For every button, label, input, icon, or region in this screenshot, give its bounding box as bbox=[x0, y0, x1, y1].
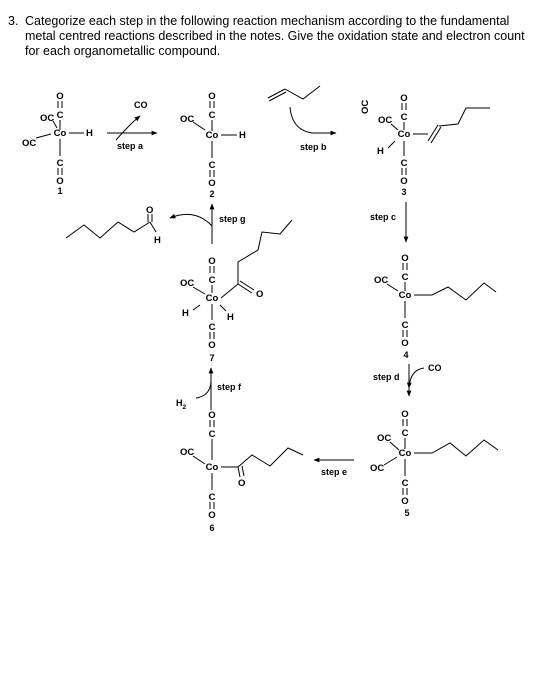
compound-5: O C OC Co OC C O 5 bbox=[370, 409, 499, 518]
c4-top-c: C bbox=[402, 272, 409, 283]
c7-oc-left: OC bbox=[180, 278, 194, 289]
step-a: CO step a bbox=[107, 100, 158, 151]
compound-4: O C OC Co C O 4 bbox=[374, 253, 497, 360]
c4-co-center: Co bbox=[399, 290, 412, 301]
step-a-co-ligand: CO bbox=[134, 100, 148, 110]
c6-bottom-o: O bbox=[208, 510, 215, 521]
aldehyde-o: O bbox=[146, 205, 153, 216]
c2-co-center: Co bbox=[206, 130, 219, 141]
c3-top-c: C bbox=[401, 112, 408, 123]
compound-1-number: 1 bbox=[57, 186, 62, 196]
step-f-h2: H2 bbox=[176, 398, 187, 411]
c5-top-o: O bbox=[401, 409, 408, 420]
c6-acyl-o: O bbox=[238, 478, 245, 489]
c1-h: H bbox=[86, 128, 93, 139]
c3-oc-left: OC bbox=[378, 115, 392, 126]
step-d-co-ligand: CO bbox=[428, 363, 442, 373]
c5-oc-lower: OC bbox=[370, 463, 384, 474]
c7-bottom-c: C bbox=[209, 322, 216, 333]
compound-2-number: 2 bbox=[209, 189, 214, 199]
aldehyde-product: O H bbox=[65, 205, 161, 246]
h2-subscript: 2 bbox=[183, 404, 187, 411]
c3-bottom-o: O bbox=[400, 176, 407, 187]
c1-oc-lower: OC bbox=[22, 138, 36, 149]
compound-1: O C OC Co H OC C O 1 bbox=[22, 91, 93, 196]
c3-h: H bbox=[377, 146, 384, 157]
c7-bottom-o: O bbox=[208, 340, 215, 351]
c5-bottom-o: O bbox=[401, 496, 408, 507]
c2-bottom-o: O bbox=[208, 178, 215, 189]
step-d: CO step d bbox=[373, 363, 442, 397]
compound-4-number: 4 bbox=[403, 350, 408, 360]
c3-bottom-c: C bbox=[401, 158, 408, 169]
c5-bottom-c: C bbox=[402, 478, 409, 489]
c4-bottom-c: C bbox=[402, 320, 409, 331]
compound-2: O C OC Co H C O 2 bbox=[180, 91, 246, 199]
step-f: H2 step f bbox=[176, 367, 242, 411]
c3-top-o: O bbox=[400, 93, 407, 104]
compound-3: O C OC OC Co H C O 3 bbox=[360, 93, 490, 197]
c6-top-c: C bbox=[209, 429, 216, 440]
c2-top-c: C bbox=[209, 110, 216, 121]
c4-top-o: O bbox=[401, 253, 408, 264]
compound-3-number: 3 bbox=[401, 187, 406, 197]
compound-7-number: 7 bbox=[209, 353, 214, 363]
c7-h-right: H bbox=[227, 312, 234, 323]
c3-oc-vertical: OC bbox=[360, 100, 371, 114]
step-g-label: step g bbox=[219, 214, 246, 224]
c3-co-center: Co bbox=[398, 129, 411, 140]
step-b: step b bbox=[289, 106, 337, 152]
aldehyde-h: H bbox=[154, 235, 161, 246]
compound-7: O C OC Co O H H C O 7 bbox=[180, 219, 293, 363]
c1-oc-upper: OC bbox=[40, 113, 54, 124]
c1-bottom-o: O bbox=[56, 176, 63, 187]
c6-bottom-c: C bbox=[209, 492, 216, 503]
c2-oc-left: OC bbox=[180, 114, 194, 125]
step-a-label: step a bbox=[117, 141, 144, 151]
c7-top-o: O bbox=[208, 256, 215, 267]
step-c: step c bbox=[370, 202, 409, 243]
step-e: step e bbox=[313, 457, 354, 477]
c5-top-c: C bbox=[402, 428, 409, 439]
step-c-label: step c bbox=[370, 212, 396, 222]
c7-top-c: C bbox=[209, 275, 216, 286]
step-b-label: step b bbox=[300, 142, 327, 152]
c1-top-c: C bbox=[57, 110, 64, 121]
question-text: Categorize each step in the following re… bbox=[25, 14, 525, 58]
compound-6: O C OC Co O C O 6 bbox=[180, 410, 304, 533]
c2-top-o: O bbox=[208, 91, 215, 102]
c4-bottom-o: O bbox=[401, 338, 408, 349]
c6-oc-left: OC bbox=[180, 447, 194, 458]
propene-molecule bbox=[267, 85, 321, 102]
step-g: step g bbox=[169, 203, 246, 244]
c1-co-center: Co bbox=[54, 128, 67, 139]
c5-co-center: Co bbox=[399, 448, 412, 459]
c7-h-left: H bbox=[182, 308, 189, 319]
c7-co-center: Co bbox=[206, 293, 219, 304]
c2-bottom-c: C bbox=[209, 160, 216, 171]
c5-oc-upper: OC bbox=[377, 433, 391, 444]
c4-oc-left: OC bbox=[374, 275, 388, 286]
c6-co-center: Co bbox=[206, 462, 219, 473]
c2-h: H bbox=[239, 130, 246, 141]
c1-top-o: O bbox=[56, 91, 63, 102]
compound-5-number: 5 bbox=[404, 508, 409, 518]
step-f-label: step f bbox=[217, 382, 242, 392]
step-e-label: step e bbox=[321, 467, 347, 477]
compound-6-number: 6 bbox=[209, 523, 214, 533]
c6-top-o: O bbox=[208, 410, 215, 421]
h2-h: H bbox=[176, 398, 183, 408]
c1-bottom-c: C bbox=[57, 158, 64, 169]
question-number: 3. bbox=[8, 14, 19, 28]
c7-acyl-o: O bbox=[256, 289, 263, 300]
step-d-label: step d bbox=[373, 372, 400, 382]
